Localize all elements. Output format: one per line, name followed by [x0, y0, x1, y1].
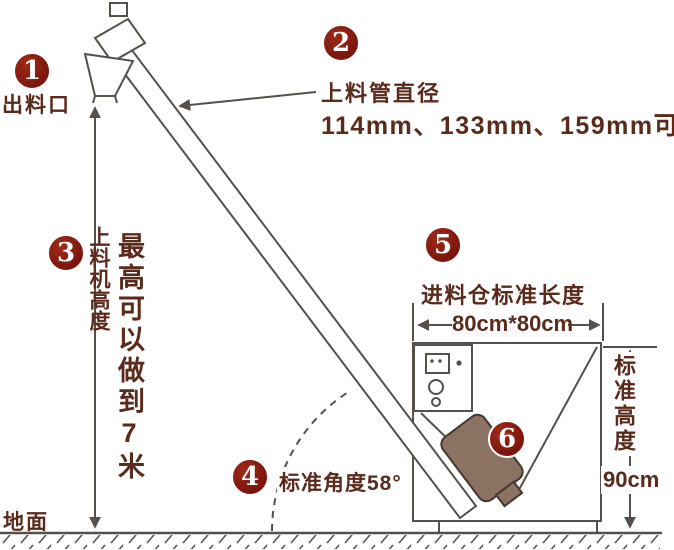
pipe-pointer-line	[178, 91, 317, 111]
standard-angle-label: 标准角度58°	[277, 467, 404, 497]
indicator-dot	[456, 360, 462, 366]
spout-lip-right	[114, 95, 118, 104]
spout-lip-left	[92, 95, 96, 104]
pipe-diameter-title: 上料管直径	[321, 81, 442, 106]
ground-hatch	[0, 535, 660, 549]
badge-4: 4	[231, 458, 269, 496]
angle-arc	[271, 390, 351, 532]
discharge-spout	[83, 52, 135, 97]
pipe-diameter-options: 114mm、133mm、159mm可选	[321, 112, 674, 140]
indicator-dot	[430, 359, 434, 363]
badge-3: 3	[47, 234, 85, 272]
feeder-height-value: 最高可以做到7米	[114, 232, 144, 483]
indicator-dot	[438, 359, 442, 363]
hopper-base	[438, 520, 598, 534]
feeder-height-label: 上料机高度	[87, 226, 110, 331]
control-button	[431, 397, 441, 407]
hopper-size-label: 80cm*80cm	[452, 311, 574, 337]
ground-label: 地面	[3, 511, 49, 534]
control-knob	[428, 379, 444, 395]
top-cap	[109, 2, 128, 17]
badge-5: 5	[424, 226, 462, 264]
control-panel	[413, 344, 473, 412]
drive-head	[93, 17, 147, 64]
badge-1: 1	[13, 52, 51, 90]
hopper-funnel-right-line	[514, 346, 598, 498]
hopper-height-value: 90cm	[601, 466, 662, 494]
hopper-length-title: 进料仓标准长度	[421, 283, 586, 308]
badge-6: 6	[488, 420, 526, 458]
badge-2: 2	[322, 24, 360, 62]
hopper-height-label: 标准高度	[606, 352, 640, 456]
control-display	[425, 353, 450, 374]
discharge-outlet-label: 出料口	[2, 94, 71, 117]
hopper-motor	[440, 413, 524, 508]
